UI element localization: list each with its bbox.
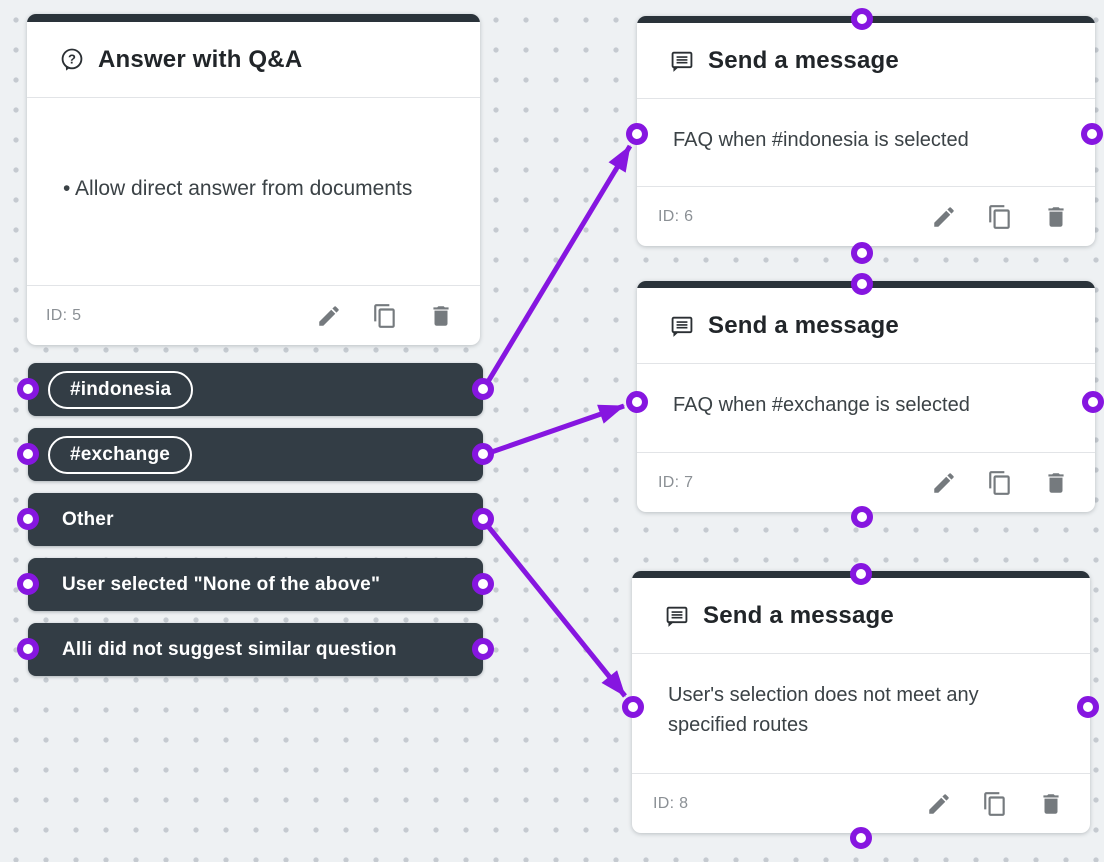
message-node-footer: ID: 6 [637,186,1095,246]
node-actions [316,303,454,329]
message-node-footer: ID: 8 [632,773,1090,833]
message-node-8[interactable]: Send a message User's selection does not… [632,571,1090,833]
message-node-title: Send a message [708,311,899,339]
message-node-7[interactable]: Send a message FAQ when #exchange is sel… [637,281,1095,512]
message-node-body-text: FAQ when #exchange is selected [673,394,970,416]
route-label: Alli did not suggest similar question [62,638,397,660]
port-msg6-top[interactable] [851,8,873,30]
node-id-label: ID: 7 [658,473,694,491]
port-msg7-right[interactable] [1082,391,1104,413]
message-node-body-text: FAQ when #indonesia is selected [673,129,969,151]
message-node-body-text: User's selection does not meet any speci… [668,684,979,736]
delete-trash-icon[interactable] [1043,470,1069,496]
port-msg8-left[interactable] [622,696,644,718]
connection-arrow-other [481,518,627,698]
port-msg8-right[interactable] [1077,696,1099,718]
chat-bubble-icon [671,316,693,337]
delete-trash-icon[interactable] [1038,791,1064,817]
edit-pencil-icon[interactable] [931,470,957,496]
qa-node-body: • Allow direct answer from documents [27,98,480,285]
message-node-header: Send a message [637,288,1095,364]
edit-pencil-icon[interactable] [931,204,957,230]
qa-node-topbar [27,14,480,22]
delete-trash-icon[interactable] [1043,204,1069,230]
message-node-title: Send a message [708,46,899,74]
port-msg7-bottom[interactable] [851,506,873,528]
qa-node[interactable]: ? Answer with Q&A • Allow direct answer … [27,14,480,345]
route-label: User selected "None of the above" [62,573,381,595]
connection-arrow-indonesia [480,144,633,392]
port-route-exchange-in[interactable] [17,443,39,465]
port-route-nosuggest-in[interactable] [17,638,39,660]
port-msg6-right[interactable] [1081,123,1103,145]
port-msg8-bottom[interactable] [850,827,872,849]
qa-node-header: ? Answer with Q&A [27,22,480,98]
chat-bubble-icon [666,606,688,627]
message-node-body: FAQ when #exchange is selected [637,364,1095,452]
svg-text:?: ? [68,51,76,66]
port-msg8-top[interactable] [850,563,872,585]
route-label: #exchange [48,435,193,474]
port-route-exchange-out[interactable] [472,443,494,465]
message-node-header: Send a message [637,23,1095,99]
port-route-nosuggest-out[interactable] [472,638,494,660]
duplicate-copy-icon[interactable] [987,470,1013,496]
node-id-label: ID: 5 [46,306,82,324]
duplicate-copy-icon[interactable] [372,303,398,329]
port-route-indonesia-out[interactable] [472,378,494,400]
port-msg6-bottom[interactable] [851,242,873,264]
port-route-other-in[interactable] [17,508,39,530]
route-row-none-of-the-above[interactable]: User selected "None of the above" [28,558,483,611]
port-msg6-left[interactable] [626,123,648,145]
route-label: Other [62,508,114,530]
chat-bubble-icon [671,51,693,72]
port-msg7-left[interactable] [626,391,648,413]
delete-trash-icon[interactable] [428,303,454,329]
message-node-body: FAQ when #indonesia is selected [637,99,1095,186]
qa-node-body-text: • Allow direct answer from documents [63,177,413,200]
qa-node-footer: ID: 5 [27,285,480,345]
route-row-no-similar-question[interactable]: Alli did not suggest similar question [28,623,483,676]
message-node-body: User's selection does not meet any speci… [632,654,1090,773]
node-id-label: ID: 8 [653,794,689,812]
duplicate-copy-icon[interactable] [987,204,1013,230]
node-id-label: ID: 6 [658,207,694,225]
connection-arrow-exchange [482,403,625,458]
port-route-none-in[interactable] [17,573,39,595]
qa-node-title: Answer with Q&A [98,45,303,73]
route-row-exchange[interactable]: #exchange [28,428,483,481]
route-row-indonesia[interactable]: #indonesia [28,363,483,416]
node-actions [926,791,1064,817]
question-bubble-icon: ? [61,48,83,71]
message-node-title: Send a message [703,601,894,629]
message-node-6[interactable]: Send a message FAQ when #indonesia is se… [637,16,1095,246]
node-actions [931,470,1069,496]
port-route-indonesia-in[interactable] [17,378,39,400]
edit-pencil-icon[interactable] [926,791,952,817]
duplicate-copy-icon[interactable] [982,791,1008,817]
port-route-none-out[interactable] [472,573,494,595]
route-row-other[interactable]: Other [28,493,483,546]
edit-pencil-icon[interactable] [316,303,342,329]
port-route-other-out[interactable] [472,508,494,530]
port-msg7-top[interactable] [851,273,873,295]
message-node-footer: ID: 7 [637,452,1095,512]
message-node-header: Send a message [632,578,1090,654]
route-label: #indonesia [48,370,194,409]
node-actions [931,204,1069,230]
